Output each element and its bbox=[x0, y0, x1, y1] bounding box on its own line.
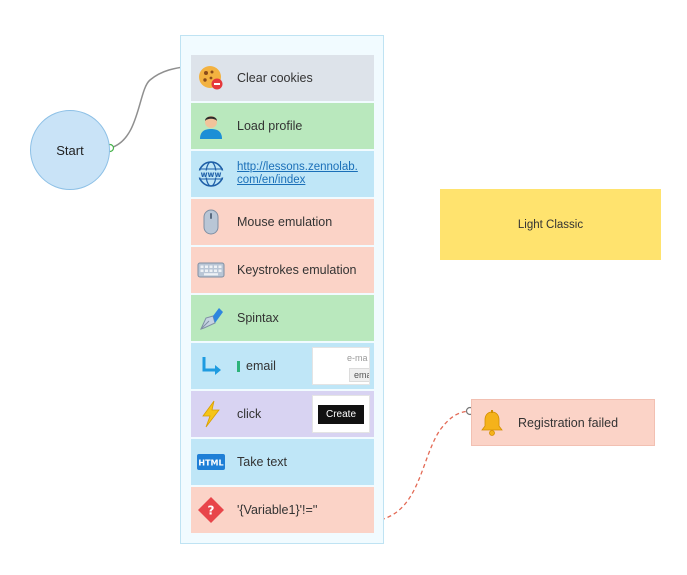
block-label: Registration failed bbox=[518, 415, 619, 430]
note-label: Light Classic bbox=[517, 218, 584, 231]
block-label: '{Variable1}'!='' bbox=[237, 503, 318, 517]
email-label-wrap: email bbox=[237, 359, 276, 373]
html-icon-text: HTML bbox=[198, 459, 223, 468]
html-icon: HTML bbox=[197, 448, 225, 476]
www-icon-text: www bbox=[201, 170, 222, 179]
start-node[interactable]: Start bbox=[30, 110, 110, 190]
bell-icon bbox=[478, 409, 506, 437]
condition-to-registration-failed-connector bbox=[373, 410, 471, 522]
create-button-thumbnail: Create bbox=[312, 395, 370, 433]
block-label: email bbox=[246, 359, 276, 373]
block-clear-cookies[interactable]: Clear cookies bbox=[191, 55, 374, 101]
block-label: click bbox=[237, 407, 262, 421]
lightning-icon bbox=[197, 400, 225, 428]
start-label: Start bbox=[56, 142, 84, 158]
block-registration-failed[interactable]: Registration failed bbox=[471, 399, 655, 446]
thumbnail-placeholder-text: e-ma bbox=[347, 353, 368, 363]
block-label: Mouse emulation bbox=[237, 215, 333, 229]
www-globe-icon: www bbox=[197, 160, 225, 188]
block-label: Load profile bbox=[237, 119, 303, 133]
user-profile-icon bbox=[197, 112, 225, 140]
mouse-icon bbox=[197, 208, 225, 236]
pen-icon bbox=[197, 304, 225, 332]
url-link[interactable]: http://lessons.zennolab.com/en/index bbox=[237, 161, 358, 186]
thumbnail-field-text: ema bbox=[349, 368, 369, 382]
block-take-text[interactable]: HTML Take text bbox=[191, 439, 374, 485]
block-click[interactable]: click Create bbox=[191, 391, 374, 437]
block-condition[interactable]: ? '{Variable1}'!='' bbox=[191, 487, 374, 533]
thumbnail-create-button: Create bbox=[317, 404, 364, 424]
start-to-clear-cookies-connector bbox=[109, 65, 191, 149]
sticky-note[interactable]: Light Classic bbox=[440, 189, 661, 260]
block-set-email[interactable]: email e-ma ema bbox=[191, 343, 374, 389]
keyboard-icon bbox=[197, 256, 225, 284]
block-load-profile[interactable]: Load profile bbox=[191, 103, 374, 149]
block-label: Keystrokes emulation bbox=[237, 263, 357, 277]
block-label: Clear cookies bbox=[237, 71, 313, 85]
block-mouse-emulation[interactable]: Mouse emulation bbox=[191, 199, 374, 245]
block-navigate-url[interactable]: www http://lessons.zennolab.com/en/index bbox=[191, 151, 374, 197]
arrow-right-icon bbox=[197, 352, 225, 380]
question-diamond-icon: ? bbox=[197, 496, 225, 524]
block-spintax[interactable]: Spintax bbox=[191, 295, 374, 341]
variable-marker bbox=[237, 361, 240, 373]
email-input-thumbnail: e-ma ema bbox=[312, 347, 370, 385]
block-label: Take text bbox=[237, 455, 288, 469]
cookie-icon bbox=[197, 64, 225, 92]
block-keystrokes-emulation[interactable]: Keystrokes emulation bbox=[191, 247, 374, 293]
question-icon-text: ? bbox=[208, 504, 215, 518]
block-label: Spintax bbox=[237, 311, 279, 325]
